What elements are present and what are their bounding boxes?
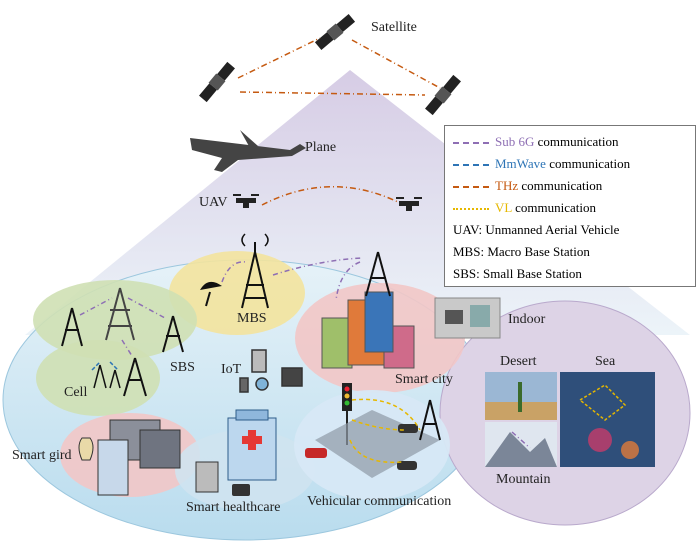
satellite-right-icon [425,74,461,116]
smart-city-tower-icon [365,251,391,297]
cell-tower-icon [123,357,147,397]
sub6g-link-sbs [79,297,166,357]
hospital-icon [227,409,277,481]
iot-label: IoT [221,362,242,377]
mbs-tower-icon [241,242,269,309]
legend-rest-thz: communication [518,178,603,193]
plane-label: Plane [305,140,337,155]
cell-small-towers-icon [93,364,121,389]
legend-rest-sub6g: communication [534,134,619,149]
legend-abbrev-sbs: SBS: Small Base Station [453,266,582,281]
thz-link-uav [261,185,399,206]
smart-city-label: Smart city [395,372,453,387]
legend-abbrev-uav: UAV: Unmanned Aerial Vehicle [453,222,620,237]
legend-line-thz [453,186,489,189]
sub6g-link-mountain [511,431,531,449]
uav-right-icon [396,197,422,211]
indoor-label: Indoor [508,312,546,327]
smart-healthcare-label: Smart healthcare [186,500,281,515]
car-blue-icon [398,424,418,433]
uav-label: UAV [199,195,228,210]
legend-key-vl: VL [495,200,512,215]
sbs-label: SBS [170,360,195,375]
mbs-zone [169,251,305,335]
legend-line-sub6g [453,142,489,145]
thz-link-sat-right [351,39,441,89]
legend-key-mmwave: MmWave [495,156,546,171]
sub6g-link-city [335,261,361,301]
legend-key-sub6g: Sub 6G [495,134,535,149]
satellite-label: Satellite [371,20,417,35]
desert-label: Desert [500,354,537,369]
cell-zone [36,340,160,416]
vl-link-sea [578,384,627,421]
vl-link-vehicular [349,398,421,464]
legend-box: Sub 6G communication MmWave communicatio… [444,125,696,287]
plane-icon [190,130,306,172]
sub6g-link-mbs-dish [221,261,247,283]
satellite-top-icon [314,14,356,50]
wearable-icon [232,484,250,496]
legend-item-thz: THz communication [453,178,602,194]
legend-abbrev-mbs: MBS: Macro Base Station [453,244,590,259]
legend-item-mmwave: MmWave communication [453,156,630,172]
mbs-label: MBS [237,311,267,326]
thz-link-sat-left [237,37,321,79]
smart-grid-buildings-icon [78,419,181,496]
legend-item-vl: VL communication [453,200,596,216]
medical-device-icon [195,461,219,493]
vehicular-label: Vehicular communication [307,494,452,509]
sbs-zone [33,280,197,360]
sbs-tower-left-icon [61,307,83,347]
uav-left-icon [233,194,259,208]
sbs-tower-center-icon [105,287,135,341]
mountain-label: Mountain [496,472,551,487]
sea-label: Sea [595,354,616,369]
mmwave-link-cell [91,361,119,371]
car-red-icon [305,448,327,458]
legend-rest-vl: communication [511,200,596,215]
legend-rest-mmwave: communication [545,156,631,171]
mbs-signal-icon [241,233,269,247]
car-dark-icon [397,461,417,470]
satellite-dish-icon [200,281,222,307]
smart-grid-label: Smart gird [12,448,72,463]
legend-item-sub6g: Sub 6G communication [453,134,619,150]
vehicular-tower-icon [419,399,441,441]
smart-city-buildings-icon [321,291,415,369]
satellite-left-icon [199,61,235,103]
legend-line-mmwave [453,164,489,167]
cell-label: Cell [64,385,88,400]
legend-line-vl [453,208,489,211]
thz-link-left-right [239,91,426,96]
indoor-photo [434,297,501,339]
iot-devices-icon [239,349,303,393]
sbs-tower-right-icon [162,315,184,353]
legend-key-thz: THz [495,178,519,193]
sea-photo [560,372,655,467]
